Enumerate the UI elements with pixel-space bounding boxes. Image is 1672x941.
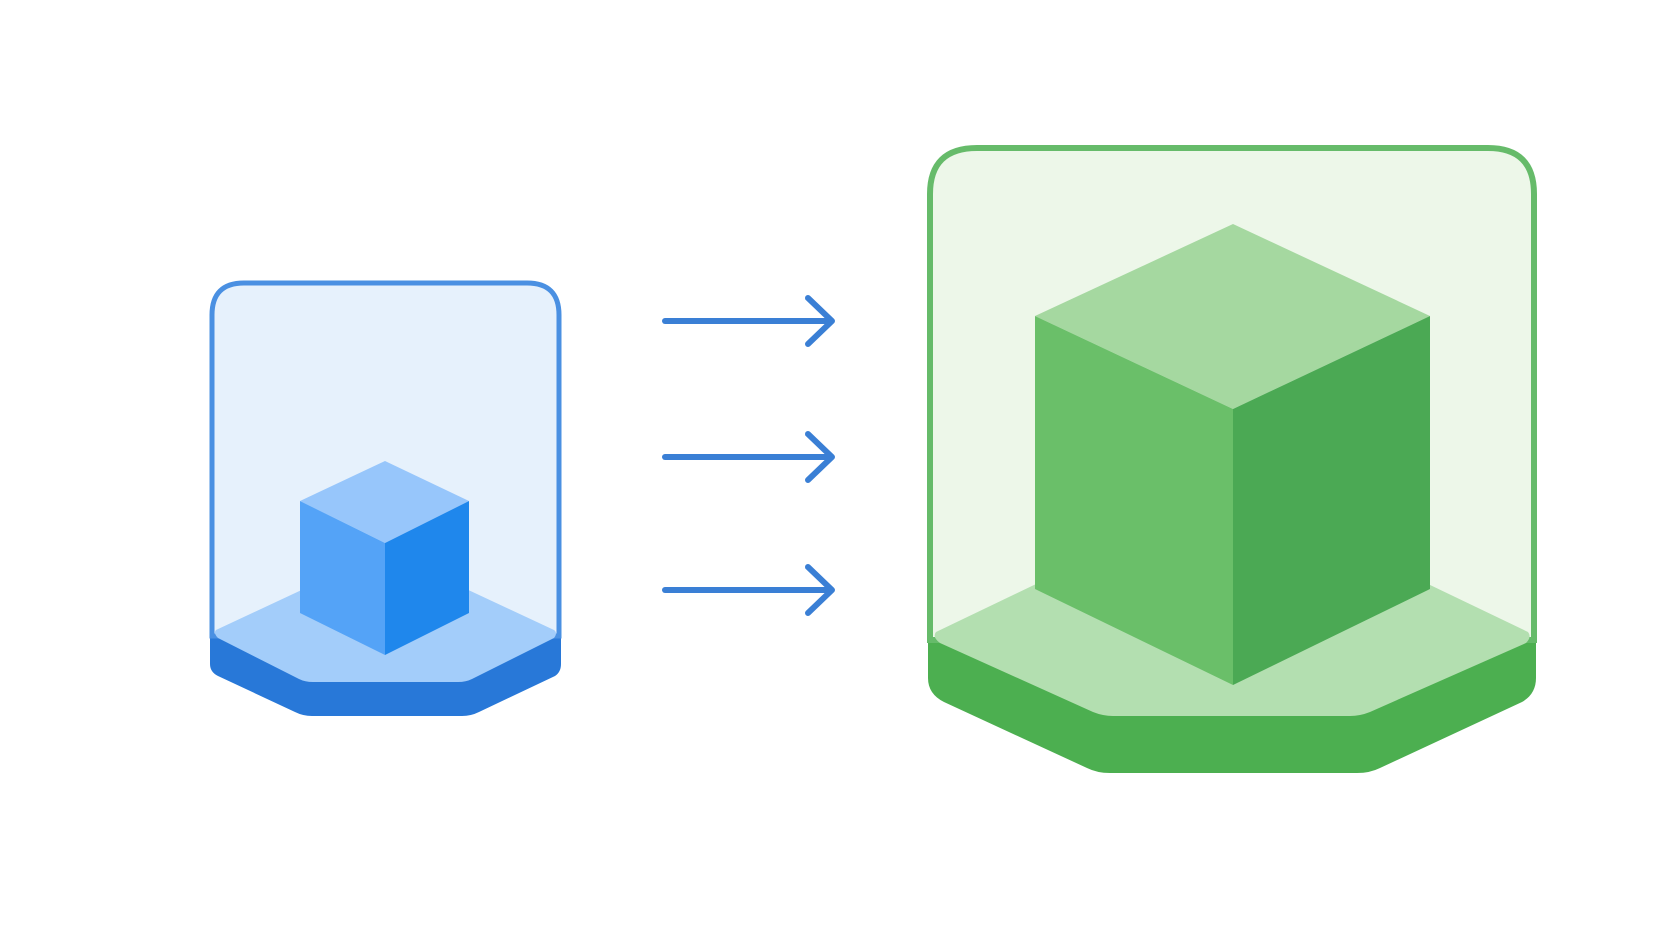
small-cube-left-face — [300, 501, 385, 655]
large-cube-left-face — [1035, 316, 1233, 685]
small-container — [209, 280, 562, 716]
large-container — [927, 145, 1537, 773]
arrow-middle-head — [805, 431, 835, 483]
arrow-top-head — [805, 295, 835, 347]
small-container-shell — [209, 280, 562, 639]
arrow-middle — [662, 431, 835, 483]
small-cube-top-face — [300, 461, 469, 543]
large-cube-top-face — [1035, 224, 1430, 409]
arrow-group — [662, 295, 835, 616]
arrow-bottom-head — [805, 564, 835, 616]
arrow-top — [662, 295, 835, 347]
arrow-bottom — [662, 564, 835, 616]
large-cube-right-face — [1233, 316, 1430, 685]
small-cube-right-face — [385, 501, 469, 655]
